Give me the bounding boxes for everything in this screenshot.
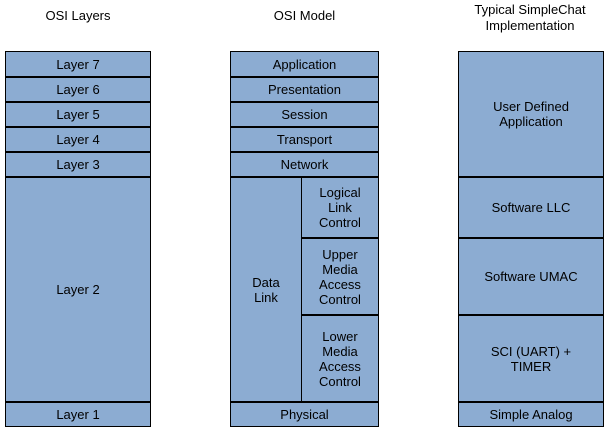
column-heading-osi-layers: OSI Layers xyxy=(45,8,111,23)
implementation-software-llc-cell: Software LLC xyxy=(458,177,604,238)
osi-layer-3-cell: Layer 3 xyxy=(5,152,151,177)
column-heading-osi-model: OSI Model xyxy=(273,8,336,23)
osi-layer-2-cell: Layer 2 xyxy=(5,177,151,402)
osi-layer-7-cell: Layer 7 xyxy=(5,51,151,77)
osi-layer-1-cell: Layer 1 xyxy=(5,402,151,427)
osi-model-logical-link-control-cell: Logical Link Control xyxy=(301,177,379,238)
implementation-software-umac-cell: Software UMAC xyxy=(458,238,604,315)
implementation-simple-analog-cell: Simple Analog xyxy=(458,402,604,427)
column-heading-simplechat-implementation: Typical SimpleChat Implementation xyxy=(474,2,586,33)
osi-model-lower-media-access-control-cell: Lower Media Access Control xyxy=(301,315,379,402)
osi-model-presentation-cell: Presentation xyxy=(230,77,379,102)
osi-layer-4-cell: Layer 4 xyxy=(5,127,151,152)
implementation-sci-uart-timer-cell: SCI (UART) + TIMER xyxy=(458,315,604,402)
osi-layer-6-cell: Layer 6 xyxy=(5,77,151,102)
osi-model-physical-cell: Physical xyxy=(230,402,379,427)
osi-model-session-cell: Session xyxy=(230,102,379,127)
osi-model-network-cell: Network xyxy=(230,152,379,177)
osi-model-application-cell: Application xyxy=(230,51,379,77)
implementation-user-defined-application-cell: User Defined Application xyxy=(458,51,604,177)
osi-layer-5-cell: Layer 5 xyxy=(5,102,151,127)
osi-model-upper-media-access-control-cell: Upper Media Access Control xyxy=(301,238,379,315)
osi-model-transport-cell: Transport xyxy=(230,127,379,152)
osi-model-data-link-cell: Data Link xyxy=(230,177,302,402)
